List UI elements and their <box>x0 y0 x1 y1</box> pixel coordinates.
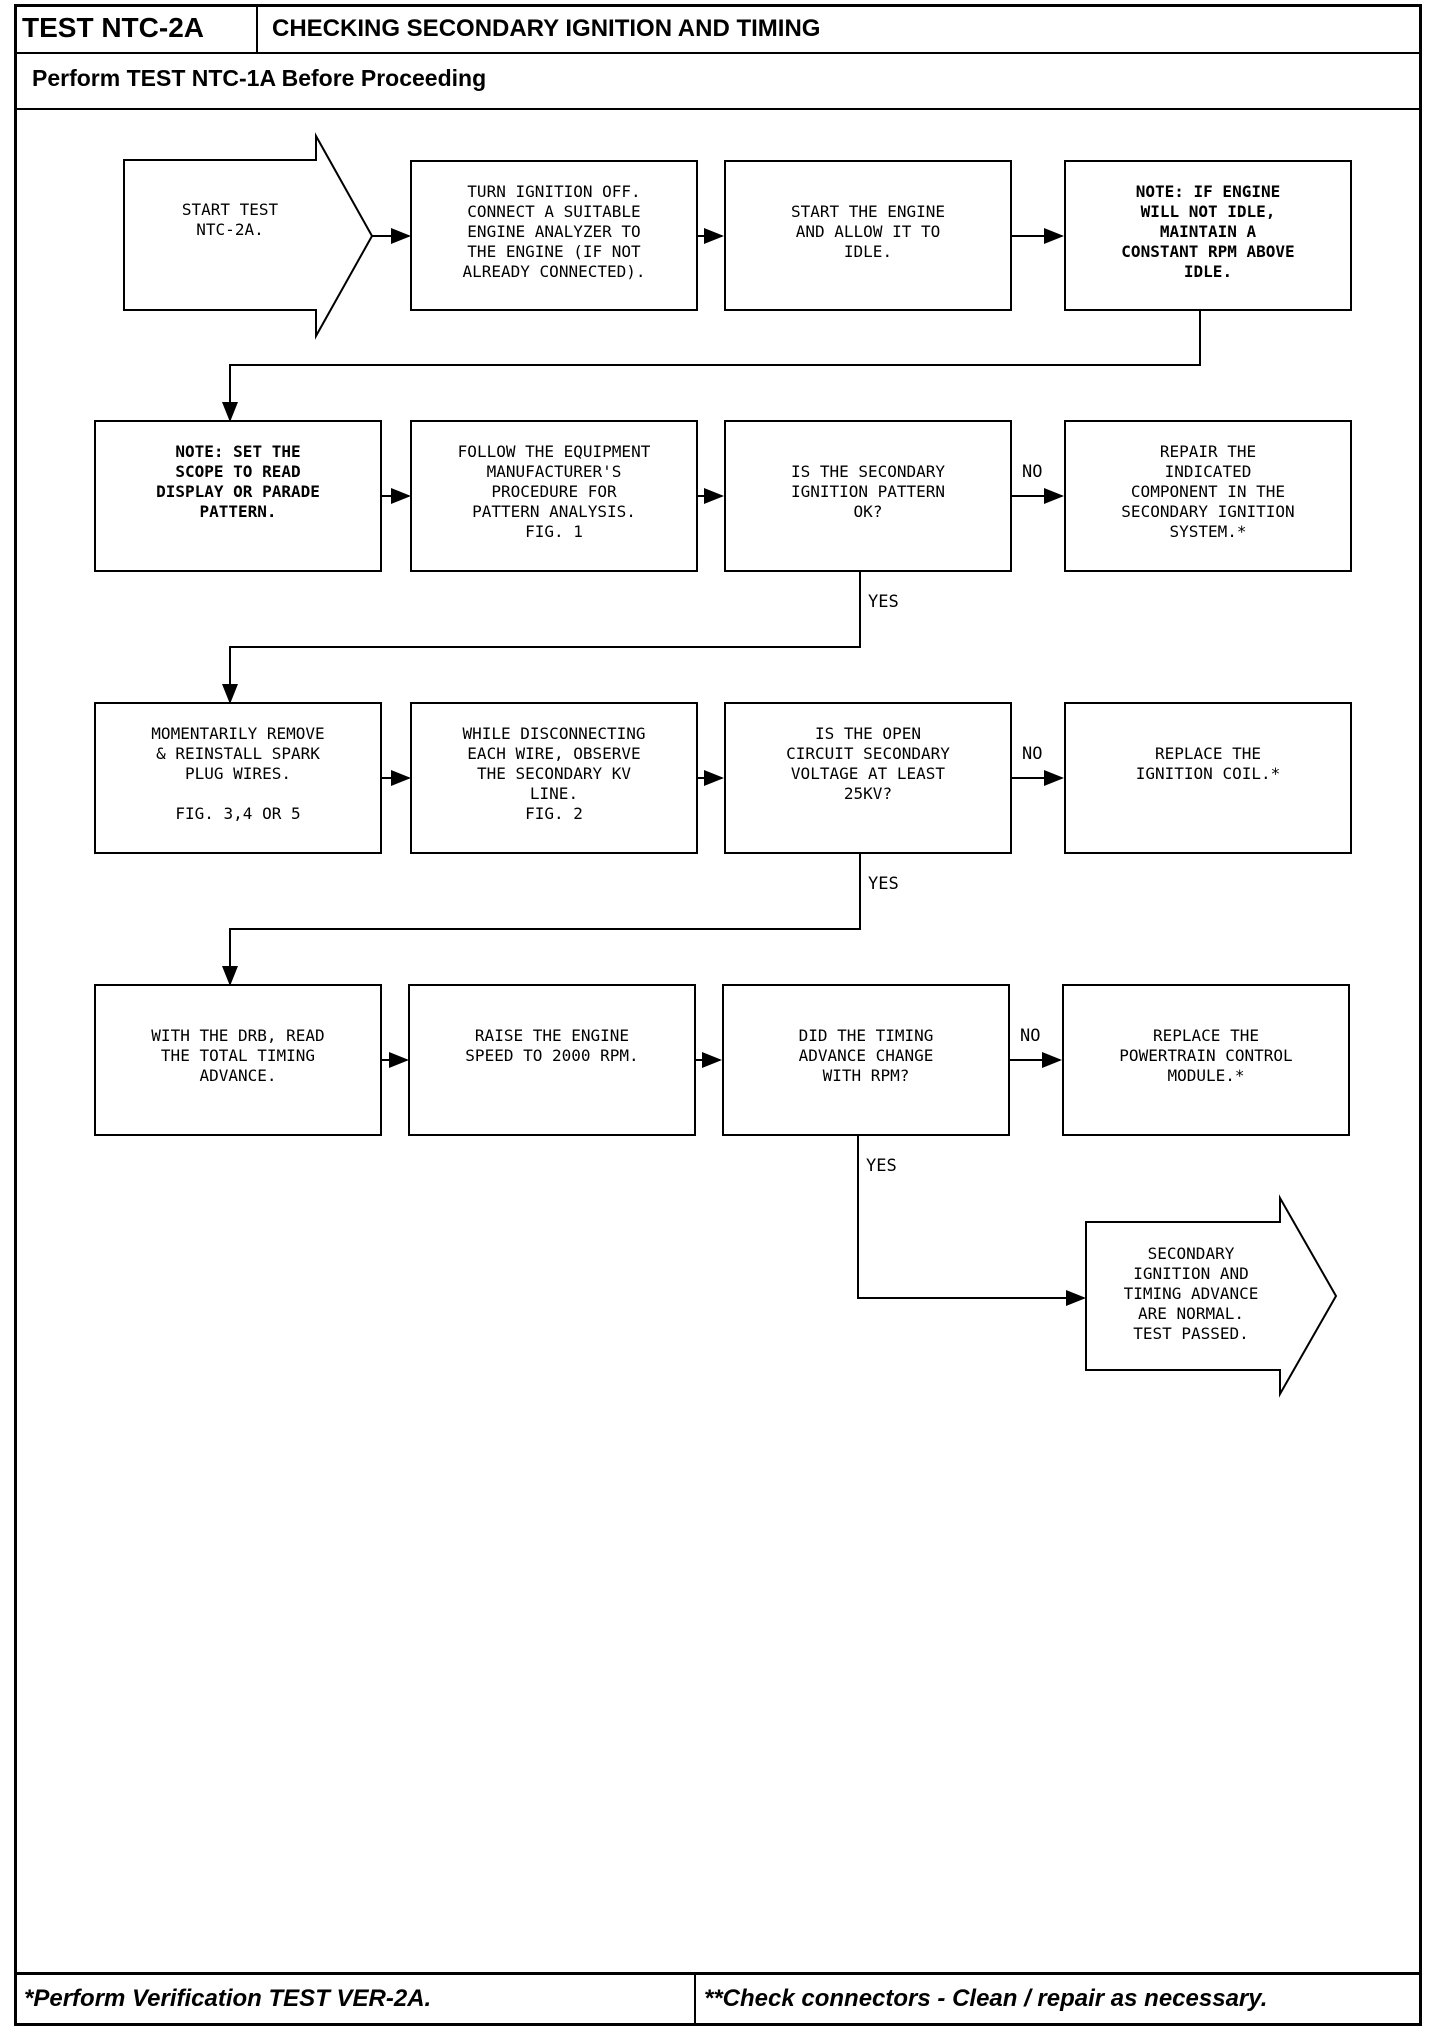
start-node: START TEST NTC-2A. <box>181 200 279 239</box>
end-node: SECONDARY IGNITION AND TIMING ADVANCE AR… <box>1123 1244 1259 1343</box>
turn-ignition-off-box: TURN IGNITION OFF. CONNECT A SUITABLE EN… <box>410 160 698 311</box>
note-idle-box: NOTE: IF ENGINE WILL NOT IDLE, MAINTAIN … <box>1064 160 1352 311</box>
footer: *Perform Verification TEST VER-2A. **Che… <box>14 1972 1422 2026</box>
header-row: TEST NTC-2A CHECKING SECONDARY IGNITION … <box>14 4 1422 54</box>
follow-manufacturer-box: FOLLOW THE EQUIPMENT MANUFACTURER'S PROC… <box>410 420 698 572</box>
footer-connectors-note: **Check connectors - Clean / repair as n… <box>704 1985 1268 2012</box>
advance-change-decision: DID THE TIMING ADVANCE CHANGE WITH RPM? <box>722 984 1010 1136</box>
page-subtitle: Perform TEST NTC-1A Before Proceeding <box>14 54 1422 110</box>
yes-label-2: YES <box>868 874 899 894</box>
repair-component-box: REPAIR THE INDICATED COMPONENT IN THE SE… <box>1064 420 1352 572</box>
raise-speed-box: RAISE THE ENGINE SPEED TO 2000 RPM. <box>408 984 696 1136</box>
start-engine-box: START THE ENGINE AND ALLOW IT TO IDLE. <box>724 160 1012 311</box>
page-title: CHECKING SECONDARY IGNITION AND TIMING <box>272 15 821 42</box>
remove-reinstall-box: MOMENTARILY REMOVE & REINSTALL SPARK PLU… <box>94 702 382 854</box>
no-label-2: NO <box>1022 744 1043 764</box>
note-scope-box: NOTE: SET THE SCOPE TO READ DISPLAY OR P… <box>94 420 382 572</box>
disconnect-wire-box: WHILE DISCONNECTING EACH WIRE, OBSERVE T… <box>410 702 698 854</box>
no-label-3: NO <box>1020 1026 1041 1046</box>
read-advance-box: WITH THE DRB, READ THE TOTAL TIMING ADVA… <box>94 984 382 1136</box>
end-arrow-shape <box>1085 1194 1338 1398</box>
yes-label-1: YES <box>868 592 899 612</box>
replace-coil-box: REPLACE THE IGNITION COIL.* <box>1064 702 1352 854</box>
footer-verification-note: *Perform Verification TEST VER-2A. <box>14 1975 696 2026</box>
start-arrow-shape <box>123 132 374 340</box>
no-label-1: NO <box>1022 462 1043 482</box>
page-frame <box>14 4 1422 2026</box>
yes-label-3: YES <box>866 1156 897 1176</box>
replace-pcm-box: REPLACE THE POWERTRAIN CONTROL MODULE.* <box>1062 984 1350 1136</box>
pattern-ok-decision: IS THE SECONDARY IGNITION PATTERN OK? <box>724 420 1012 572</box>
test-id: TEST NTC-2A <box>14 4 258 52</box>
voltage-25kv-decision: IS THE OPEN CIRCUIT SECONDARY VOLTAGE AT… <box>724 702 1012 854</box>
